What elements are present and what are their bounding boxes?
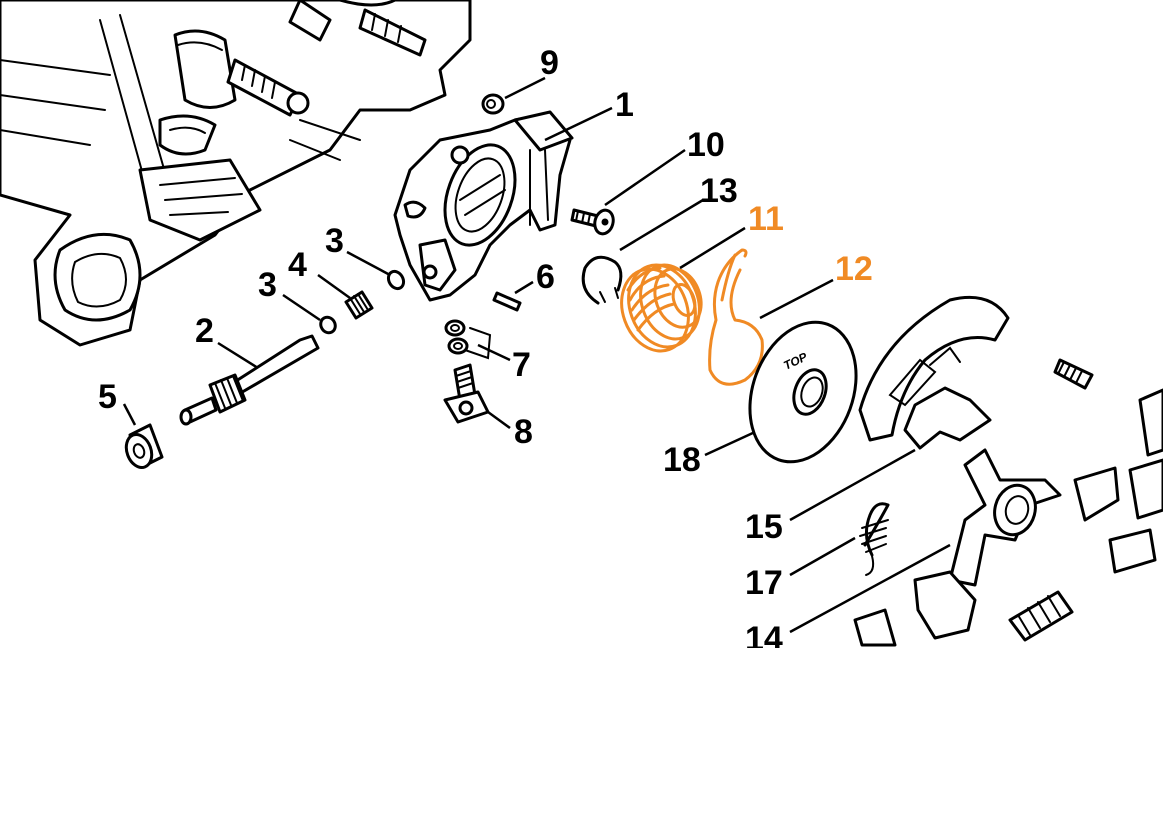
shoe-blocks-right	[853, 388, 1163, 647]
callout-6: 6	[536, 258, 555, 296]
callout-17: 17	[745, 564, 783, 602]
pin-part-6	[492, 291, 522, 312]
callout-11: 11	[748, 200, 784, 238]
spring-part-17	[859, 502, 890, 576]
callout-3-lower: 3	[258, 266, 277, 304]
spring-lower-right	[1008, 590, 1074, 642]
worm-gear-part-11	[620, 263, 703, 353]
callout-13: 13	[700, 172, 738, 210]
callout-5: 5	[98, 378, 117, 416]
o-ring-part-3-lower	[319, 315, 337, 335]
callout-12: 12	[835, 250, 873, 288]
o-ring-part-3-upper	[386, 269, 406, 291]
callout-18: 18	[663, 441, 701, 479]
adjusting-screw-part-8	[443, 363, 490, 424]
sleeve-part-9	[481, 93, 505, 115]
callout-1: 1	[615, 86, 634, 124]
callout-14: 14	[745, 622, 783, 648]
oil-pump-body	[393, 110, 574, 302]
washers-part-7	[444, 319, 492, 360]
callout-8: 8	[514, 413, 533, 451]
callout-4: 4	[288, 246, 307, 284]
circlip-part-13	[581, 255, 623, 305]
callout-2: 2	[195, 312, 214, 350]
callout-9: 9	[540, 44, 559, 82]
callout-15: 15	[745, 508, 783, 546]
washer-part-18: TOP	[748, 320, 858, 464]
spring-part-4	[344, 290, 374, 320]
spring-part-12	[708, 248, 764, 386]
screw-part-10	[570, 208, 615, 236]
leader-lines	[122, 76, 951, 634]
engine-housing	[0, 0, 472, 347]
crop-mask	[0, 648, 1163, 815]
callout-7: 7	[512, 346, 531, 384]
cap-part-5	[124, 423, 164, 469]
callout-3-upper: 3	[325, 222, 344, 260]
callout-10: 10	[687, 126, 725, 164]
clutch-hub-part-14	[948, 448, 1062, 587]
clutch-shoe-part-15	[858, 295, 1010, 450]
small-spring-right	[1053, 358, 1094, 390]
worm-shaft-part-2	[179, 334, 320, 426]
